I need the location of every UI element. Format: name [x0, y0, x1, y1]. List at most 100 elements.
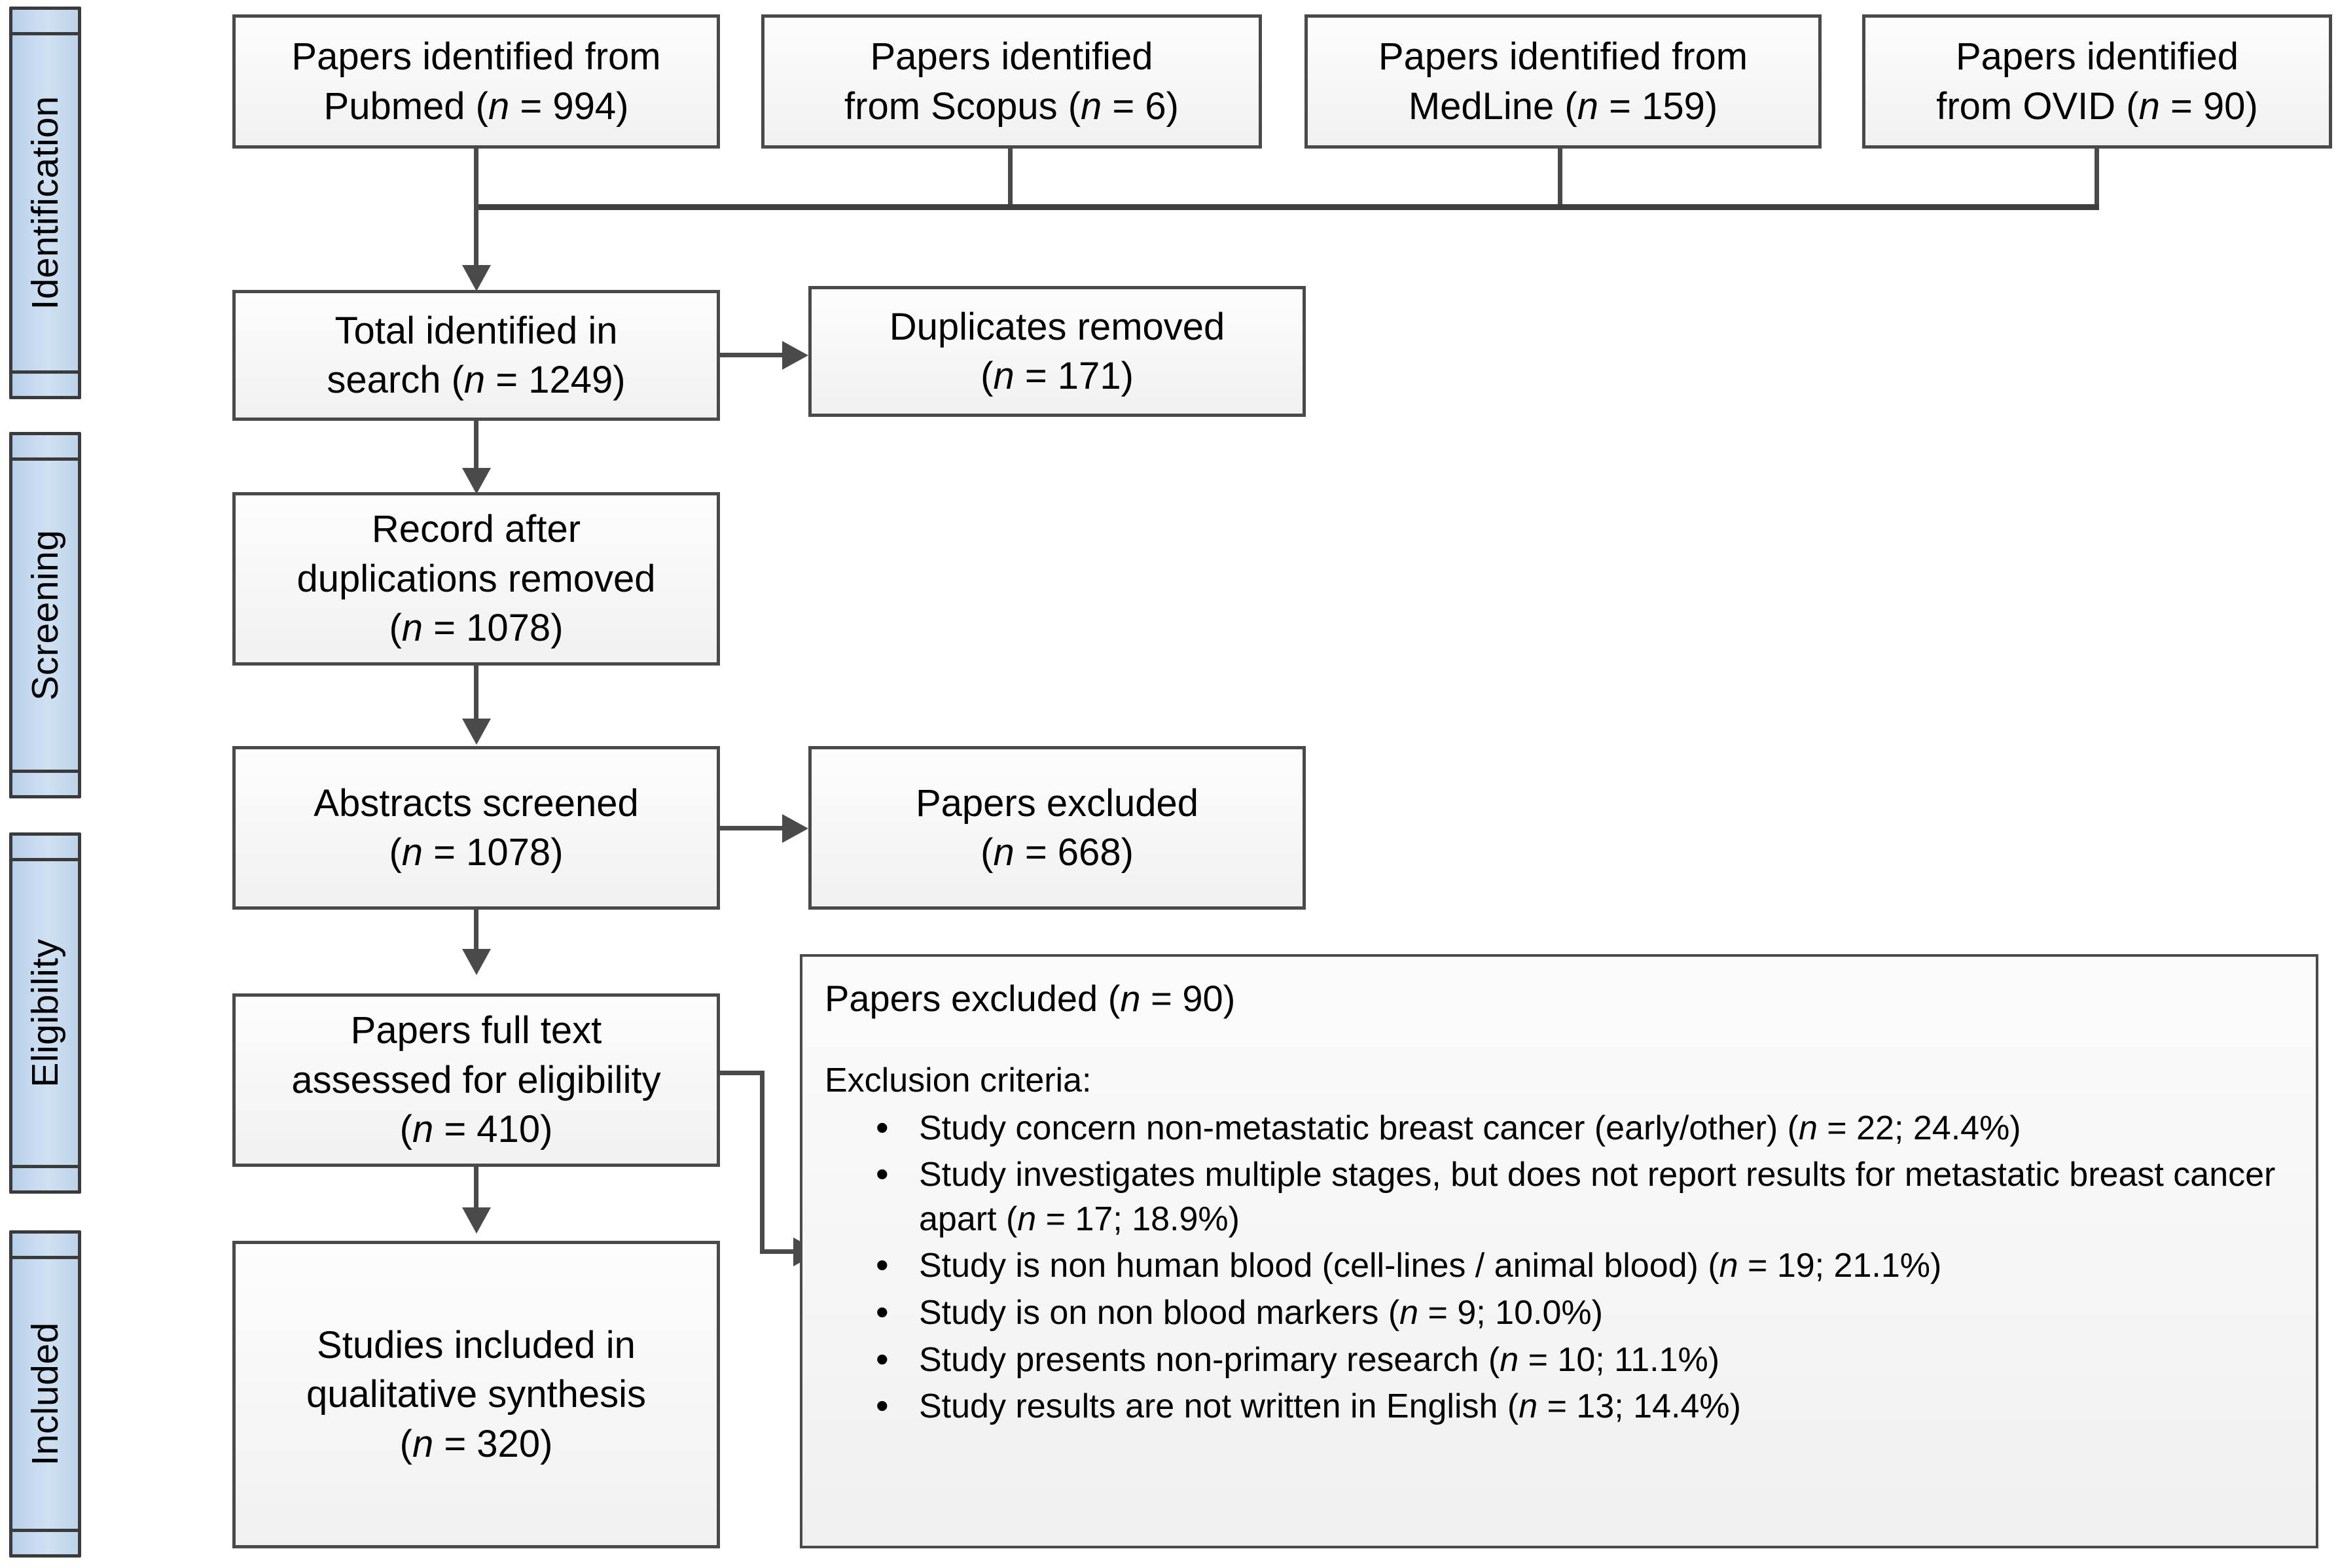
cylinder-bottom-cap	[9, 370, 81, 374]
stage-label-eligibility: Eligibility	[24, 938, 66, 1088]
connector-fulltext-elbow-v	[760, 1071, 764, 1254]
source-box-ovid: Papers identified from OVID (n = 90)	[1862, 14, 2335, 152]
list-item: Study concern non-metastatic breast canc…	[876, 1104, 2296, 1151]
node-duplicates-removed: Duplicates removed (n = 171)	[808, 286, 1309, 420]
stage-label-identification: Identification	[24, 96, 66, 310]
exclusion-heading-post: = 90)	[1140, 978, 1236, 1019]
list-item: Study is on non blood markers (n = 9; 10…	[876, 1289, 2296, 1336]
cylinder-top-cap	[9, 1256, 81, 1259]
arrow-merge-to-total	[462, 265, 491, 291]
arrow-abstracts-to-fulltext	[462, 949, 491, 975]
stage-label-screening: Screening	[24, 529, 66, 701]
criterion-text: Study presents non-primary research (	[919, 1340, 1500, 1379]
list-item: Study investigates multiple stages, but …	[876, 1150, 2296, 1241]
criterion-n: n	[1017, 1200, 1037, 1238]
papers-excluded-screen-line1: Papers excluded	[915, 781, 1199, 825]
exclusion-heading-pre: Papers excluded (	[825, 978, 1121, 1019]
node-abstracts-screened: Abstracts screened (n = 1078)	[232, 746, 723, 913]
criterion-value: = 13; 14.4%)	[1538, 1387, 1741, 1426]
list-item: Study results are not written in English…	[876, 1382, 2296, 1429]
criterion-text: Study concern non-metastatic breast canc…	[919, 1109, 1799, 1147]
criterion-text: Study investigates multiple stages, but …	[919, 1156, 2276, 1238]
connector-fulltext-elbow-h1	[717, 1071, 764, 1075]
source-medline-n: n	[1577, 84, 1598, 128]
arrow-abstracts-to-excluded	[782, 814, 808, 843]
record-after-dedup-n: n	[401, 607, 423, 650]
connector-record-to-abstracts	[474, 666, 478, 726]
stage-label-included: Included	[24, 1322, 66, 1466]
node-fulltext-assessed: Papers full text assessed for eligibilit…	[232, 993, 723, 1170]
stage-screening: Screening	[9, 432, 81, 798]
cylinder-top-cap	[9, 457, 81, 461]
connector-merge-bus	[474, 204, 2099, 210]
stage-included: Included	[9, 1230, 81, 1558]
connector-abstracts-to-excluded	[720, 826, 792, 830]
fulltext-assessed-line3: (	[399, 1108, 412, 1151]
exclusion-criteria-list: Study concern non-metastatic breast canc…	[825, 1104, 2296, 1430]
node-papers-excluded-screening: Papers excluded (n = 668)	[808, 746, 1309, 913]
cylinder-bottom-cap	[9, 1529, 81, 1532]
connector-total-to-record	[474, 421, 478, 476]
total-identified-n: n	[463, 359, 486, 401]
studies-included-line3: (	[399, 1422, 412, 1465]
fulltext-assessed-line2: assessed for eligibility	[291, 1058, 661, 1101]
source-medline-value: = 159)	[1598, 84, 1718, 128]
arrow-fulltext-to-included	[462, 1207, 491, 1234]
criterion-n: n	[1719, 1247, 1738, 1285]
cylinder-bottom-cap	[9, 770, 81, 773]
source-box-pubmed: Papers identified from Pubmed (n = 994)	[232, 14, 723, 152]
source-pubmed-line1: Papers identified from	[291, 35, 661, 79]
source-ovid-line2: from OVID (	[1936, 84, 2139, 128]
total-identified-line2: search (	[327, 359, 464, 401]
studies-included-line2: qualitative synthesis	[306, 1373, 647, 1416]
criterion-text: Study is on non blood markers (	[919, 1294, 1400, 1332]
criterion-n: n	[1519, 1387, 1538, 1426]
source-medline-line1: Papers identified from	[1378, 35, 1748, 79]
criterion-n: n	[1500, 1340, 1519, 1379]
duplicates-removed-n: n	[993, 355, 1015, 397]
connector-medline-drop	[1558, 149, 1562, 207]
source-pubmed-value: = 994)	[509, 84, 629, 128]
duplicates-removed-line1: Duplicates removed	[889, 305, 1225, 348]
arrow-total-to-record	[462, 468, 491, 494]
studies-included-n: n	[412, 1422, 434, 1465]
source-medline-line2: MedLine (	[1408, 84, 1577, 128]
stage-eligibility: Eligibility	[9, 832, 81, 1194]
abstracts-screened-n: n	[401, 831, 423, 874]
criterion-value: = 9; 10.0%)	[1418, 1294, 1603, 1332]
connector-merge-to-total	[474, 204, 478, 273]
criterion-value: = 22; 24.4%)	[1817, 1109, 2021, 1147]
arrow-record-to-abstracts	[462, 719, 491, 745]
source-pubmed-n: n	[488, 84, 510, 128]
fulltext-assessed-line1: Papers full text	[350, 1009, 602, 1052]
arrow-total-to-duplicates	[782, 341, 808, 370]
stage-identification: Identification	[9, 7, 81, 399]
connector-ovid-drop	[2095, 149, 2099, 207]
criterion-value: = 10; 11.1%)	[1519, 1340, 1720, 1379]
total-identified-value: = 1249)	[485, 359, 626, 401]
studies-included-value: = 320)	[433, 1422, 553, 1465]
connector-total-to-duplicates	[720, 353, 792, 357]
connector-fulltext-elbow-h2	[760, 1249, 799, 1254]
source-pubmed-line2: Pubmed (	[323, 84, 488, 128]
source-ovid-line1: Papers identified	[1955, 35, 2239, 79]
cylinder-top-cap	[9, 32, 81, 35]
connector-abstracts-to-fulltext	[474, 910, 478, 955]
criterion-n: n	[1399, 1294, 1419, 1332]
record-after-dedup-line3: (	[389, 607, 402, 650]
total-identified-line1: Total identified in	[334, 309, 618, 352]
duplicates-removed-value: = 171)	[1014, 355, 1134, 397]
criterion-value: = 19; 21.1%)	[1738, 1247, 1942, 1285]
criterion-n: n	[1798, 1109, 1818, 1147]
node-record-after-dedup: Record after duplications removed (n = 1…	[232, 492, 723, 669]
connector-scopus-drop	[1008, 149, 1013, 207]
cylinder-bottom-cap	[9, 1165, 81, 1168]
cylinder-top-cap	[9, 858, 81, 861]
node-studies-included: Studies included in qualitative synthesi…	[232, 1241, 723, 1552]
papers-excluded-screen-line2: (	[980, 831, 994, 874]
papers-excluded-screen-n: n	[993, 831, 1015, 874]
source-scopus-value: = 6)	[1102, 84, 1179, 128]
abstracts-screened-line2: (	[389, 831, 402, 874]
list-item: Study is non human blood (cell-lines / a…	[876, 1242, 2296, 1289]
